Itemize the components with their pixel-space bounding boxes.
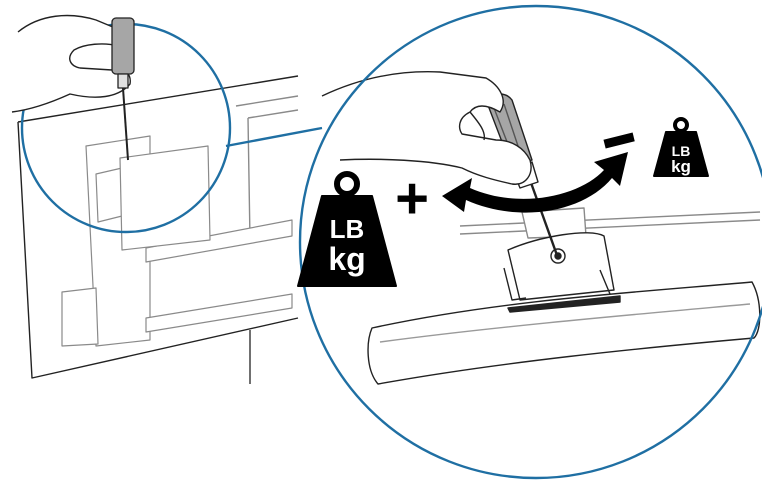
wall-mount-bracket <box>62 136 292 346</box>
connector-lines <box>226 128 322 146</box>
weight-heavy-label-lb: LB <box>330 214 365 244</box>
increase-plus-symbol: + <box>395 166 429 231</box>
weight-light-label-kg: kg <box>671 157 691 176</box>
weight-heavy-label-kg: kg <box>328 241 365 277</box>
